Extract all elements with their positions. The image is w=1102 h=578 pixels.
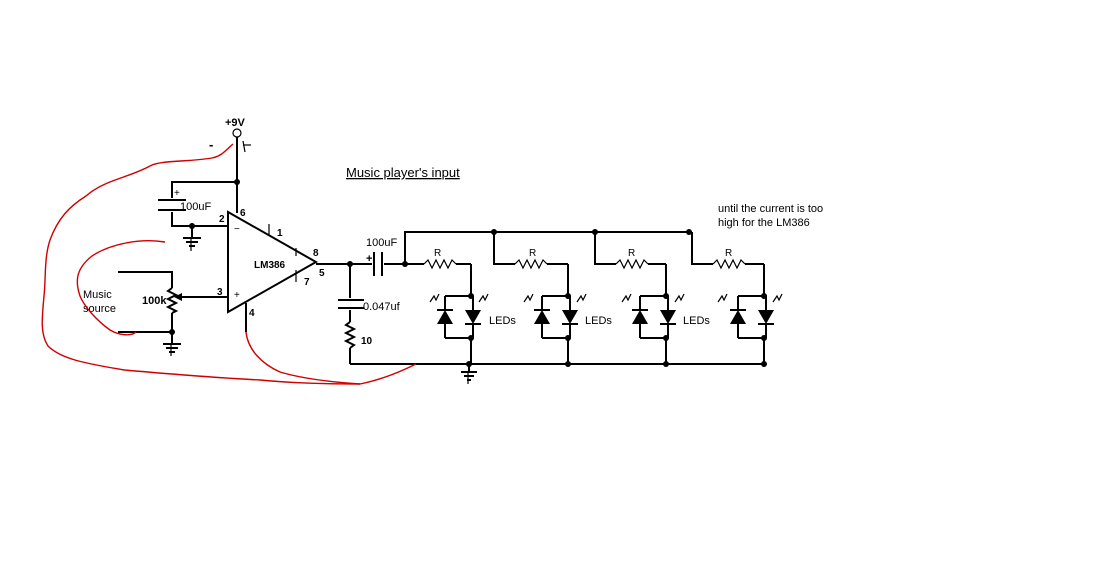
led-branch-3 xyxy=(594,232,685,367)
music-source-line1: Music xyxy=(83,289,112,301)
diagram-title: Music player's input xyxy=(346,165,460,180)
note-line-1: until the current is too xyxy=(718,203,823,215)
leds1-label: LEDs xyxy=(489,315,516,327)
res-10-label: 10 xyxy=(361,336,373,347)
pin-3: 3 xyxy=(217,287,223,298)
pin-8: 8 xyxy=(313,248,319,259)
r2-label: R xyxy=(529,248,536,259)
pin2-ground xyxy=(183,223,228,251)
pin-1: 1 xyxy=(277,228,283,239)
led-branch-2 xyxy=(493,232,587,367)
red-annotation-pin4 xyxy=(245,331,361,385)
pin-4: 4 xyxy=(249,308,255,319)
r4-label: R xyxy=(725,248,732,259)
pin-7: 7 xyxy=(304,277,310,288)
leds3-label: LEDs xyxy=(683,315,710,327)
opamp-minus: − xyxy=(234,224,240,235)
r1-label: R xyxy=(434,248,441,259)
cap-plus-label: + xyxy=(174,188,180,199)
coupling-cap-plus: + xyxy=(366,253,372,265)
lm386-opamp xyxy=(227,210,319,314)
pin-6: 6 xyxy=(240,208,246,219)
supply-terminal xyxy=(232,128,251,185)
r3-label: R xyxy=(628,248,635,259)
ic-name: LM386 xyxy=(254,260,286,271)
cap-100uf-label-b: 100uF xyxy=(366,237,397,249)
red-annotation-outer xyxy=(41,143,417,385)
opamp-plus: + xyxy=(234,290,240,301)
led-branch-1 xyxy=(405,258,489,364)
red-annotation-inner xyxy=(76,240,166,336)
note-line-2: high for the LM386 xyxy=(718,217,810,229)
potentiometer-100k xyxy=(118,271,228,356)
pin-2: 2 xyxy=(219,214,225,225)
supply-label: +9V xyxy=(225,117,246,129)
cap-100uf-label-a: 100uF xyxy=(180,201,211,213)
leds2-label: LEDs xyxy=(585,315,612,327)
pot-label: 100k xyxy=(142,295,167,307)
led-branch-4 xyxy=(691,232,783,367)
pin-5: 5 xyxy=(319,268,325,279)
cap-100uf-supply xyxy=(158,181,237,227)
supply-minus-label: - xyxy=(209,137,213,152)
cap-0047-label: 0.047uf xyxy=(363,301,401,313)
